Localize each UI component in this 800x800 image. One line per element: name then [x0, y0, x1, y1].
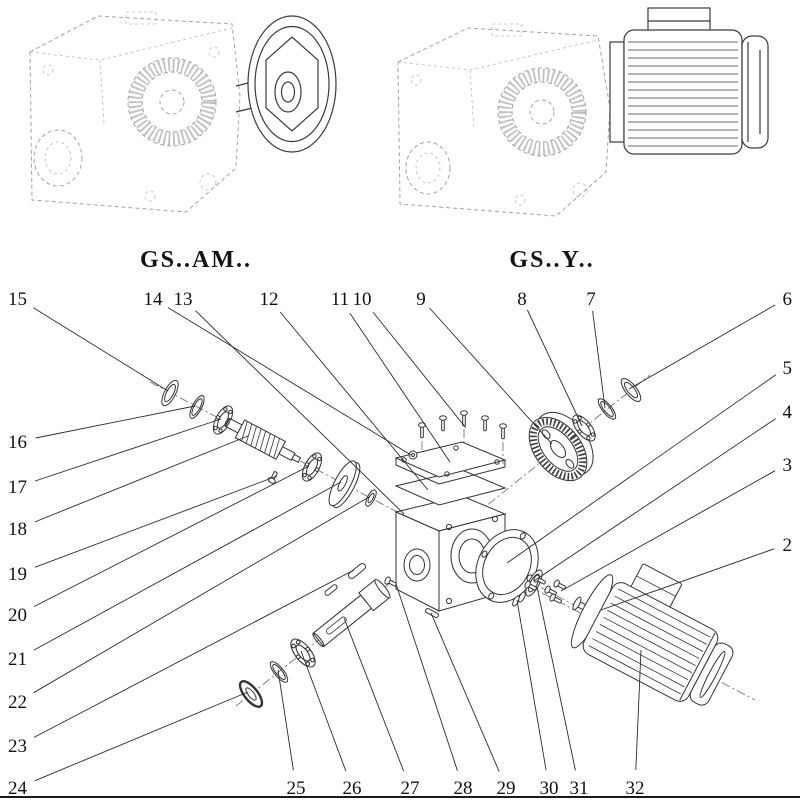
callout-number-21: 21	[8, 649, 27, 670]
callout-number-31: 31	[570, 778, 589, 799]
leader-line-31	[536, 586, 576, 771]
figure-gs-y	[397, 7, 769, 217]
part-20-bearing	[297, 449, 327, 485]
callout-number-8: 8	[517, 289, 527, 310]
leader-line-19	[34, 475, 278, 568]
callout-number-25: 25	[287, 778, 306, 799]
part-7-retaining-ring	[594, 395, 619, 423]
leader-line-11	[349, 312, 451, 463]
part-32-motor	[570, 563, 734, 706]
callout-number-27: 27	[401, 778, 420, 799]
part-23-pin	[324, 584, 338, 596]
leader-line-3	[560, 470, 776, 592]
leader-line-18	[34, 435, 249, 523]
callout-number-29: 29	[497, 778, 516, 799]
leader-line-14	[167, 307, 412, 456]
leader-line-20	[33, 465, 310, 607]
leader-line-2	[600, 548, 775, 611]
callout-number-17: 17	[8, 477, 27, 498]
leader-line-21	[33, 481, 342, 651]
callout-number-3: 3	[783, 455, 793, 476]
callout-number-22: 22	[8, 692, 27, 713]
part-21-shim-washer	[328, 460, 361, 509]
callout-number-26: 26	[343, 778, 362, 799]
callout-number-10: 10	[353, 289, 372, 310]
callout-number-2: 2	[783, 535, 793, 556]
callout-number-30: 30	[540, 778, 559, 799]
part-15-ring	[158, 377, 182, 409]
callout-number-9: 9	[416, 289, 426, 310]
leader-line-30	[516, 599, 547, 771]
callout-number-5: 5	[783, 358, 793, 379]
part-23-key	[347, 563, 367, 579]
callout-number-19: 19	[8, 564, 27, 585]
callout-number-23: 23	[8, 736, 27, 757]
callout-number-14: 14	[144, 289, 164, 310]
leader-line-23	[33, 569, 355, 738]
leader-line-6	[628, 304, 776, 390]
figure-caption-left: GS..AM..	[140, 247, 252, 273]
part-5-flange-gasket	[475, 529, 539, 603]
gear-boss-hatch	[128, 58, 216, 146]
leader-line-16	[35, 405, 196, 439]
leader-line-4	[533, 418, 776, 582]
leader-line-25	[277, 669, 294, 771]
part-22-spacer-ring	[365, 489, 377, 507]
callout-number-11: 11	[331, 289, 349, 310]
leader-line-24	[34, 691, 249, 782]
gear-boss-hatch	[498, 68, 586, 156]
callout-number-16: 16	[8, 432, 27, 453]
leader-line-29	[430, 612, 500, 772]
leader-line-7	[592, 311, 606, 409]
part-9-gear	[528, 411, 594, 482]
callout-number-28: 28	[454, 778, 473, 799]
part-14-vent-plug	[408, 450, 418, 460]
part-18-worm-shaft	[224, 417, 302, 464]
part-6-ring	[617, 375, 645, 405]
leader-line-17	[34, 418, 222, 482]
callout-number-4: 4	[783, 402, 793, 423]
leader-line-32	[635, 649, 642, 771]
callout-number-7: 7	[586, 289, 596, 310]
leader-line-27	[343, 617, 405, 772]
part-12-gasket	[394, 469, 507, 506]
electric-motor	[609, 7, 769, 155]
part-29-pin	[425, 608, 439, 618]
leader-line-13	[195, 310, 405, 515]
callout-number-15: 15	[8, 289, 27, 310]
callout-number-13: 13	[174, 289, 193, 310]
callout-number-20: 20	[8, 605, 27, 626]
leader-line-8	[526, 309, 583, 427]
callout-number-6: 6	[783, 289, 793, 310]
leader-line-10	[372, 311, 467, 429]
leader-line-15	[33, 307, 169, 392]
leader-line-5	[506, 374, 777, 564]
callout-number-18: 18	[8, 519, 27, 540]
leader-line-22	[33, 496, 370, 694]
part-3-bolts	[543, 578, 568, 606]
callout-number-12: 12	[260, 289, 279, 310]
figure-caption-right: GS..Y..	[509, 247, 594, 273]
figure-gs-am	[29, 11, 337, 213]
motor-fins	[628, 41, 738, 147]
part-26-bearing	[285, 634, 321, 672]
leader-line-26	[300, 650, 347, 772]
motor-fins	[588, 588, 711, 695]
part-27-output-shaft	[312, 578, 391, 648]
callout-number-32: 32	[626, 778, 645, 799]
output-flange	[235, 15, 337, 153]
callout-number-24: 24	[8, 778, 28, 799]
leader-line-12	[279, 311, 429, 491]
part-24-oil-seal	[238, 680, 264, 708]
leader-line-28	[395, 583, 458, 772]
leader-line-9	[429, 307, 553, 445]
